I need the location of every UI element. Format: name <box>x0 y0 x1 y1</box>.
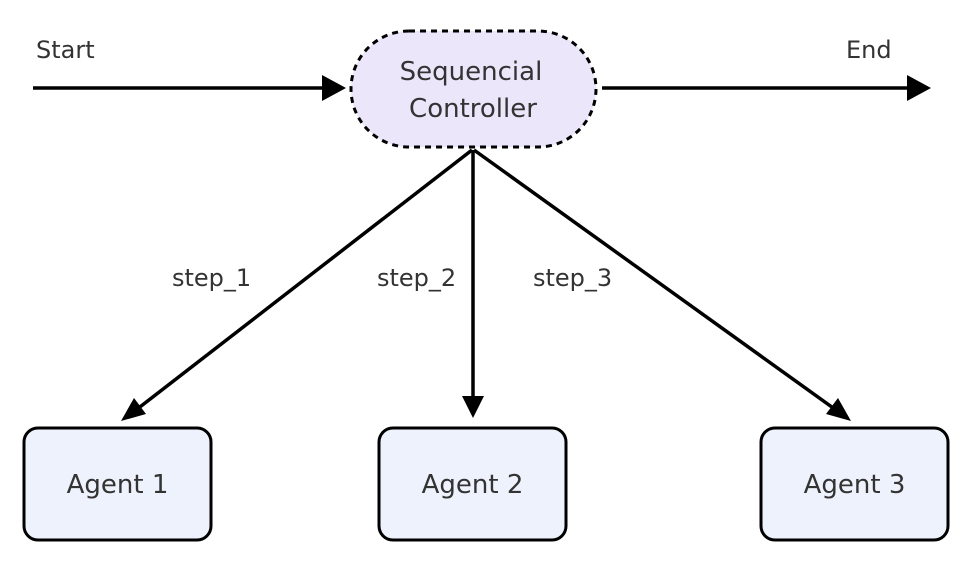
agent-2-node[interactable]: Agent 2 <box>377 426 568 542</box>
controller-shape <box>349 29 598 149</box>
controller-label-line1: Sequencial <box>400 57 543 87</box>
agent-1-node[interactable]: Agent 1 <box>22 426 213 542</box>
start-arrowhead <box>322 75 346 101</box>
controller-node[interactable]: Sequencial Controller <box>349 29 598 149</box>
agent-2-label: Agent 2 <box>422 470 524 500</box>
agent-3-label: Agent 3 <box>804 470 906 500</box>
agent-1-label: Agent 1 <box>67 470 169 500</box>
agent-1-box <box>22 426 213 542</box>
start-label: Start <box>36 36 95 64</box>
end-arrowhead <box>907 75 931 101</box>
step-3-edge <box>472 148 851 421</box>
agent-3-node[interactable]: Agent 3 <box>759 426 950 542</box>
step-2-label: step_2 <box>377 264 456 292</box>
step-2-edge <box>462 150 484 418</box>
step-3-label: step_3 <box>533 264 612 292</box>
step-1-edge <box>121 148 474 421</box>
step-1-label: step_1 <box>172 264 251 292</box>
agent-2-box <box>377 426 568 542</box>
end-label: End <box>846 36 892 64</box>
agent-3-box <box>759 426 950 542</box>
controller-label-line2: Controller <box>409 94 537 124</box>
